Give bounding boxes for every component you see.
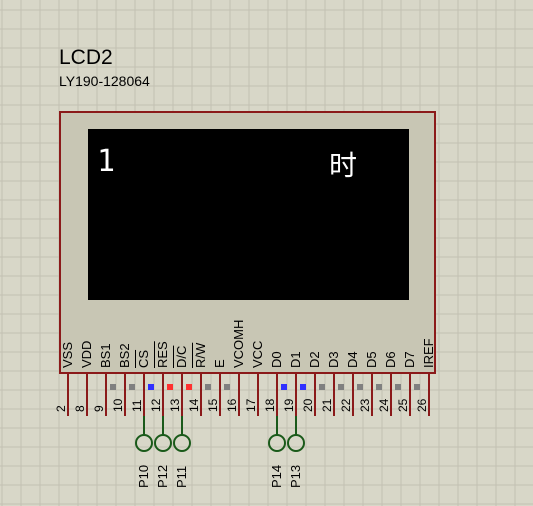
pin-number: 10 bbox=[111, 398, 125, 412]
pin-number: 21 bbox=[320, 398, 334, 412]
pin-label: R/W bbox=[193, 342, 208, 368]
pin-number: 25 bbox=[396, 398, 410, 412]
pin-number: 24 bbox=[377, 398, 391, 412]
pin-label: IREF bbox=[421, 338, 436, 368]
pin-number: 23 bbox=[358, 398, 372, 412]
pin-state-indicator bbox=[148, 384, 154, 390]
pin-label: D/C bbox=[174, 345, 189, 368]
lcd-screen-text-left: 1 bbox=[97, 144, 116, 179]
pin-label: D2 bbox=[307, 351, 322, 368]
pin-state-indicator bbox=[110, 384, 116, 390]
pin-state-indicator bbox=[414, 384, 420, 390]
pin-state-indicator bbox=[395, 384, 401, 390]
pin-state-indicator bbox=[357, 384, 363, 390]
net-terminal[interactable] bbox=[154, 434, 172, 452]
pin-state-indicator bbox=[300, 384, 306, 390]
pin-label: D1 bbox=[288, 351, 303, 368]
pin-number: 12 bbox=[149, 398, 163, 412]
pin-number: 19 bbox=[282, 398, 296, 412]
pin-label: D6 bbox=[383, 351, 398, 368]
net-terminal[interactable] bbox=[173, 434, 191, 452]
net-label: P10 bbox=[136, 464, 151, 488]
pin-state-indicator bbox=[186, 384, 192, 390]
pin-label: D5 bbox=[364, 351, 379, 368]
pin-number: 9 bbox=[92, 405, 106, 412]
pin-number: 2 bbox=[54, 405, 68, 412]
pin-number: 8 bbox=[73, 405, 87, 412]
pin-state-indicator bbox=[319, 384, 325, 390]
pin-state-indicator bbox=[376, 384, 382, 390]
pin-number: 17 bbox=[244, 398, 258, 412]
pin-label: VCC bbox=[250, 340, 265, 368]
net-label: P11 bbox=[174, 465, 189, 488]
pin-number: 11 bbox=[130, 399, 144, 412]
pin-state-indicator bbox=[224, 384, 230, 390]
pin-number: 22 bbox=[339, 398, 353, 412]
net-terminal[interactable] bbox=[287, 434, 305, 452]
pin-state-indicator bbox=[338, 384, 344, 390]
pin-label: D3 bbox=[326, 351, 341, 368]
pin-number: 26 bbox=[415, 398, 429, 412]
pin-number: 13 bbox=[168, 398, 182, 412]
pin-label: D4 bbox=[345, 351, 360, 368]
pin-number: 18 bbox=[263, 398, 277, 412]
pin-label: E bbox=[212, 359, 227, 368]
pin-label: D7 bbox=[402, 351, 417, 368]
net-terminal[interactable] bbox=[135, 434, 153, 452]
pin-state-indicator bbox=[205, 384, 211, 390]
pin-label: RES bbox=[155, 341, 170, 368]
pin-number: 16 bbox=[225, 398, 239, 412]
pin-number: 20 bbox=[301, 398, 315, 412]
pin-label: VDD bbox=[79, 340, 94, 368]
net-label: P13 bbox=[288, 464, 303, 488]
pin-number: 14 bbox=[187, 398, 201, 412]
pin-label: VCOMH bbox=[231, 319, 246, 368]
net-label: P12 bbox=[155, 464, 170, 488]
pin-label: D0 bbox=[269, 351, 284, 368]
component-title: LCD2 bbox=[59, 46, 113, 69]
pin-state-indicator bbox=[281, 384, 287, 390]
net-label: P14 bbox=[269, 464, 284, 488]
pin-state-indicator bbox=[167, 384, 173, 390]
pin-label: CS bbox=[136, 349, 151, 368]
pin-number: 15 bbox=[206, 398, 220, 412]
pin-label: VSS bbox=[60, 341, 75, 368]
net-terminal[interactable] bbox=[268, 434, 286, 452]
component-part-number: LY190-128064 bbox=[59, 73, 150, 89]
lcd-display-screen bbox=[88, 129, 409, 300]
pin-label: BS2 bbox=[117, 343, 132, 368]
pin-state-indicator bbox=[129, 384, 135, 390]
pin-label: BS1 bbox=[98, 343, 113, 368]
lcd-screen-text-right: 时 bbox=[329, 149, 358, 182]
